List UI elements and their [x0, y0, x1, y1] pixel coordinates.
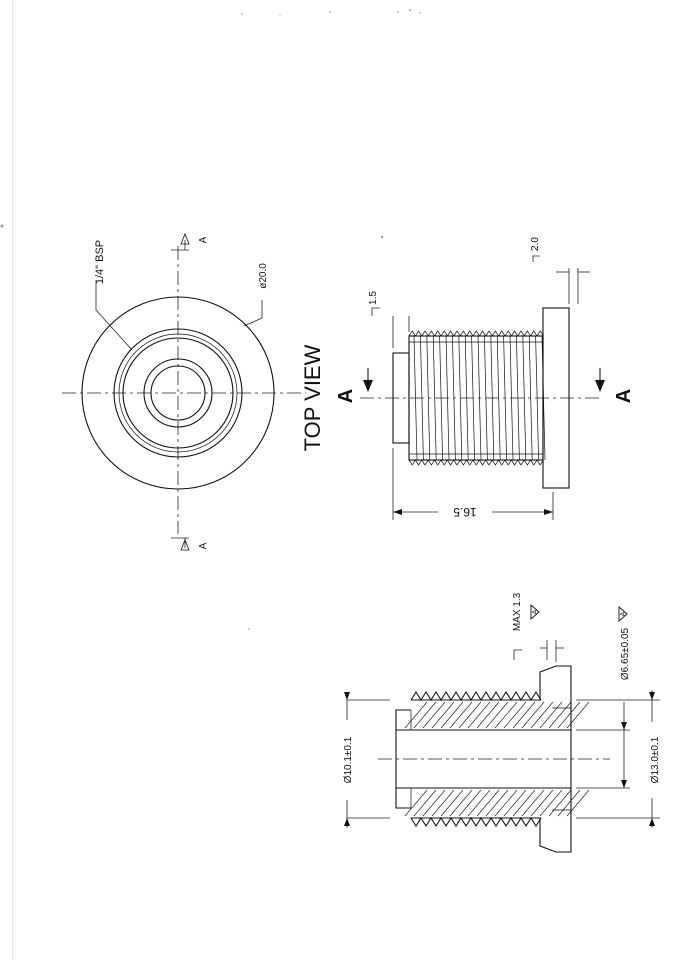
outer-dimension [576, 690, 660, 828]
section-arrow-right [595, 368, 605, 392]
datum-triangle-right [618, 606, 628, 622]
section-label-bottom: A [198, 542, 209, 549]
thread-leader-line [95, 282, 133, 351]
thread-crest-top [408, 330, 544, 337]
hatch-line [566, 789, 590, 817]
thread-crest-bottom [408, 459, 544, 466]
hatch-line [476, 789, 500, 817]
hatch-line [449, 789, 473, 817]
hatch-line [458, 701, 482, 729]
hatch-line [431, 789, 455, 817]
hatch-line [467, 789, 491, 817]
bore-outer-circle [143, 358, 213, 428]
inner-bore-dimension [344, 692, 390, 828]
datum-triangle-top [530, 604, 540, 620]
section-label-left: A [335, 389, 357, 403]
hatch-line [566, 701, 590, 729]
datum-label-right: A [620, 611, 627, 616]
length-label: 16.5 [453, 505, 477, 519]
hatch-line [521, 789, 545, 817]
diameter-leader-line [243, 300, 263, 327]
thread-line [432, 335, 437, 461]
section-thread-profile [410, 690, 542, 828]
top-view-title: TOP VIEW [300, 344, 325, 451]
hatch-line [440, 701, 464, 729]
hole-dimension-label: Ø6.65±0.05 [620, 627, 631, 680]
hatch-line [413, 789, 437, 817]
hatch-line [512, 701, 536, 729]
step-circle [122, 337, 234, 449]
hatch-line [476, 701, 500, 729]
top-view: A A 1/4" BSP ø20.0 TOP VIEW [62, 232, 325, 551]
hatch-line [503, 701, 527, 729]
outer-dimension-label: Ø13.0±0.1 [650, 736, 661, 783]
hatch-line [521, 701, 545, 729]
hatch-line [485, 789, 509, 817]
hatch-line [458, 789, 482, 817]
length-dimension [392, 448, 554, 520]
step-label: 1.5 [368, 291, 379, 305]
max-dimension-label: MAX 1.3 [512, 592, 523, 631]
datum-label-top: A [532, 609, 539, 614]
outer-diameter-label: ø20.0 [258, 263, 269, 289]
hatch-line [494, 789, 518, 817]
hatch-line [512, 789, 536, 817]
hole-dimension [576, 702, 630, 789]
side-view: A A 16.5 1.5 [335, 237, 635, 520]
hatch-line [503, 789, 527, 817]
scan-noise [0, 9, 421, 630]
flange-outer-circle [81, 296, 275, 490]
thread-label: 1/4" BSP [94, 240, 106, 284]
section-label-top: A [198, 236, 209, 243]
hatch-line [422, 789, 446, 817]
hatch-line [557, 789, 581, 817]
hatch-line [539, 789, 563, 817]
thread-teeth-top [410, 690, 542, 702]
hatch-line [485, 701, 509, 729]
hatch-line [404, 701, 428, 729]
flange-thickness-label: 2.0 [530, 237, 541, 251]
hatch-line [548, 701, 572, 729]
hatch-line [449, 701, 473, 729]
hatch-line [530, 701, 554, 729]
inner-bore-label: Ø10.1±0.1 [343, 736, 354, 783]
flange-thickness-dimension [532, 255, 590, 304]
hatch-line [431, 701, 455, 729]
thread-line [522, 335, 527, 461]
bore-inner-circle [150, 365, 206, 421]
thread-teeth-bottom [410, 816, 542, 828]
section-marker-top [171, 232, 190, 251]
section-marker-bottom [171, 537, 190, 551]
section-arrow-left [363, 368, 373, 392]
hatch-line [467, 701, 491, 729]
hatch-line [494, 701, 518, 729]
hatch-line [530, 789, 554, 817]
section-hatching [404, 701, 590, 817]
step-dimension [371, 307, 410, 348]
hatch-line [404, 789, 428, 817]
section-view: Ø10.1±0.1 Ø13.0±0.1 Ø6.65±0.05 A [343, 592, 661, 853]
hatch-line [539, 701, 563, 729]
hatch-line [557, 701, 581, 729]
hatch-line [440, 789, 464, 817]
thread-major-circle [113, 328, 243, 458]
thread-minor-circle [118, 333, 238, 453]
max-dimension [513, 640, 564, 662]
hatch-line [422, 701, 446, 729]
hatch-line [548, 789, 572, 817]
hatch-line [413, 701, 437, 729]
section-label-right: A [613, 389, 635, 403]
